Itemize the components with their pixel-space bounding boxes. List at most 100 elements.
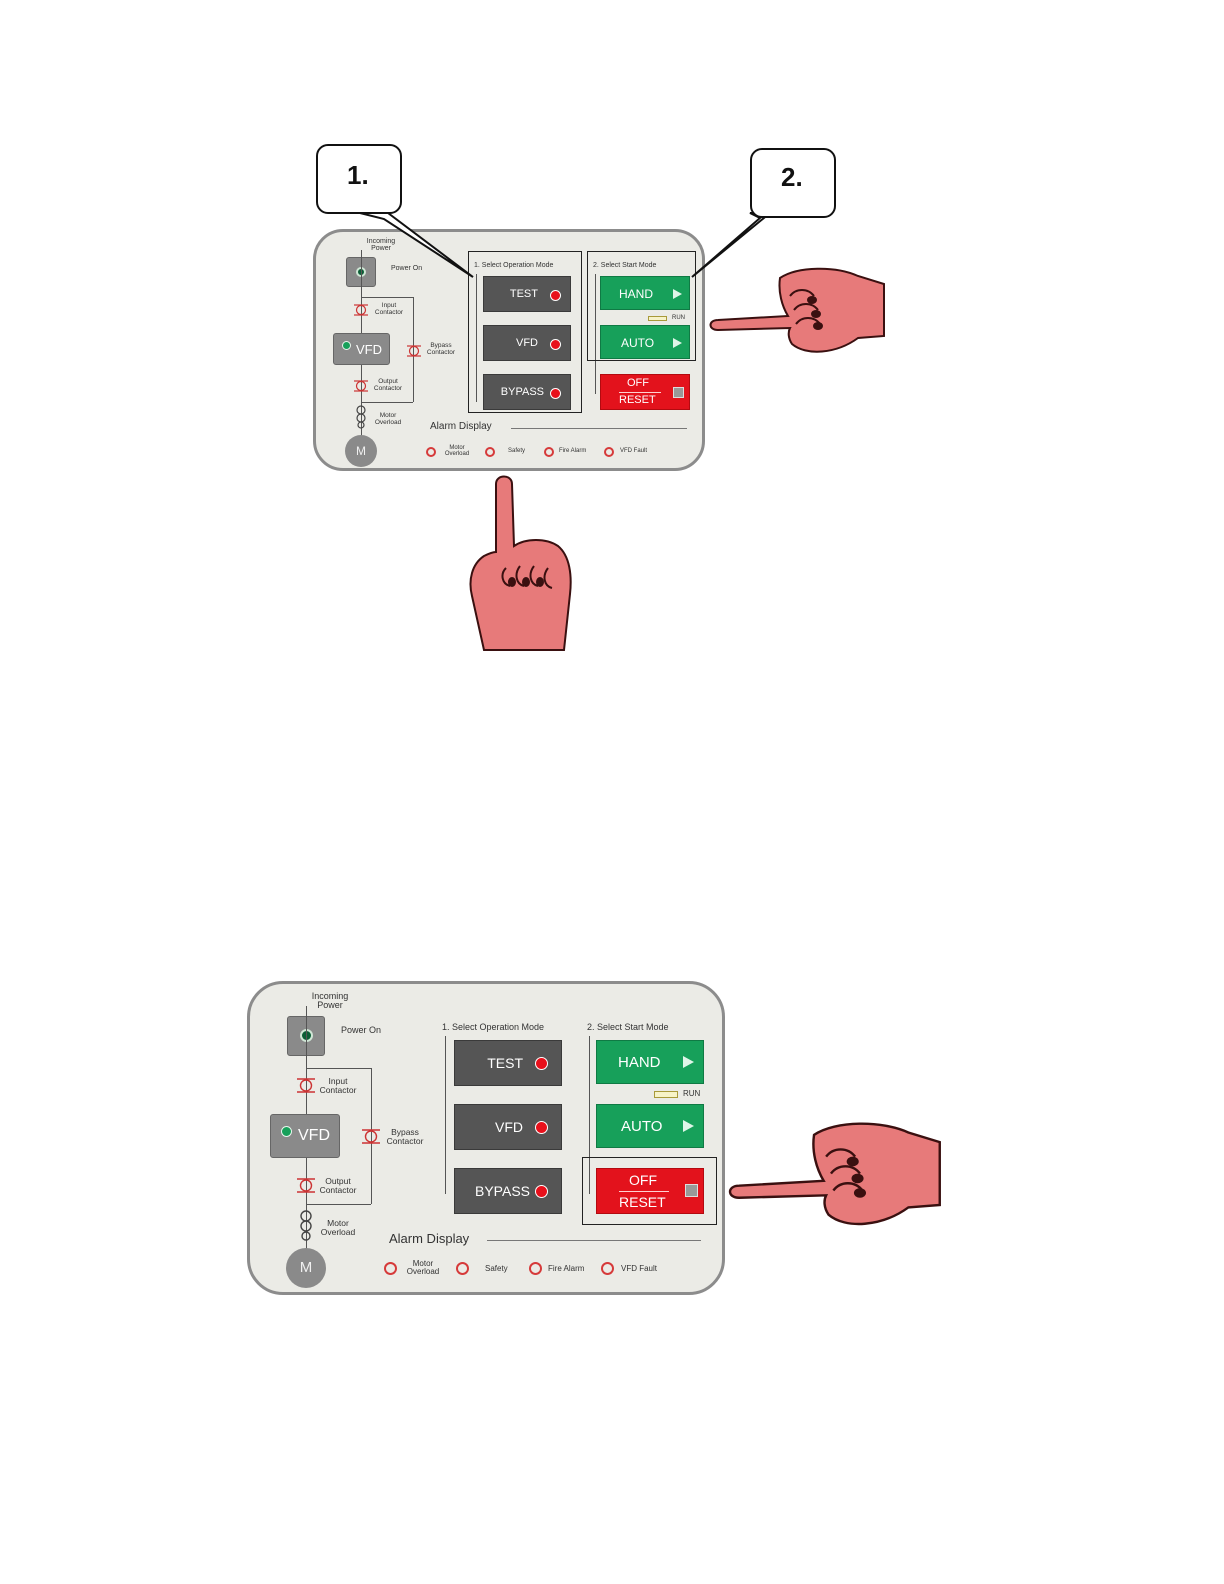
off-button-label: OFF (627, 377, 649, 389)
vfd-fault-alarm-icon (604, 447, 614, 457)
callout-2-label: 2. (781, 162, 803, 192)
test-button-label: TEST (487, 1055, 523, 1071)
hand-button[interactable]: HAND (596, 1040, 704, 1084)
bypass-line (413, 297, 414, 402)
vfd-block: VFD (270, 1114, 340, 1158)
hand-button[interactable]: HAND (600, 276, 690, 310)
alarm-vfd-fault-label: VFD Fault (621, 1264, 658, 1273)
input-contactor-icon (297, 1078, 315, 1093)
bypass-contactor-label: Bypass Contactor (426, 342, 456, 356)
test-button[interactable]: TEST (454, 1040, 562, 1086)
alarm-vfd-fault-label: VFD Fault (620, 448, 648, 454)
callout-2-box: 2. (750, 148, 836, 218)
vfd-button[interactable]: VFD (454, 1104, 562, 1150)
motor-overload-label: Motor Overload (374, 412, 402, 426)
output-contactor-label: Output Contactor (319, 1176, 357, 1195)
off-reset-button[interactable]: OFF RESET (596, 1168, 704, 1214)
alarm-display-title: Alarm Display (430, 421, 492, 432)
off-reset-button[interactable]: OFF RESET (600, 374, 690, 410)
fire-alarm-icon (544, 447, 554, 457)
control-panel-bottom: Incoming Power Power On Input Contactor … (247, 981, 725, 1295)
overload-coil-icon (356, 405, 366, 429)
input-contactor-label: Input Contactor (374, 302, 404, 316)
alarm-safety-label: Safety (508, 448, 526, 454)
bypass-bottom-line (361, 402, 413, 403)
bypass-button-label: BYPASS (500, 386, 544, 398)
bypass-led-icon (535, 1185, 548, 1198)
vfd-status-led-icon (342, 341, 351, 350)
motor-overload-label: Motor Overload (320, 1218, 356, 1237)
vfd-block: VFD (333, 333, 390, 365)
off-reset-divider (619, 392, 661, 393)
auto-button[interactable]: AUTO (600, 325, 690, 359)
vfd-status-led-icon (281, 1126, 292, 1137)
bypass-contactor-label: Bypass Contactor (386, 1127, 424, 1146)
auto-button[interactable]: AUTO (596, 1104, 704, 1148)
motor-icon: M (286, 1248, 326, 1288)
input-contactor-label: Input Contactor (319, 1076, 357, 1095)
run-indicator (654, 1091, 678, 1098)
callout-1-label: 1. (347, 160, 369, 190)
start-mode-bracket (589, 1036, 590, 1194)
test-button-label: TEST (509, 288, 538, 300)
vfd-block-label: VFD (298, 1127, 330, 1144)
hand-button-label: HAND (618, 1054, 661, 1071)
vfd-led-icon (535, 1121, 548, 1134)
bypass-button[interactable]: BYPASS (454, 1168, 562, 1214)
bypass-top-line (306, 1068, 371, 1069)
bypass-contactor-icon (407, 345, 421, 357)
bypass-top-line (361, 297, 413, 298)
pointing-hand-up-icon (469, 475, 572, 651)
control-panel-top: Incoming Power Power On Input Contactor … (313, 229, 705, 471)
off-reset-divider (619, 1191, 669, 1192)
safety-alarm-icon (485, 447, 495, 457)
test-led-icon (550, 290, 561, 301)
run-indicator (648, 316, 667, 321)
off-button-label: OFF (629, 1172, 657, 1188)
power-on-label: Power On (391, 265, 423, 272)
alarm-display-rule (511, 428, 687, 429)
alarm-fire-alarm-label: Fire Alarm (559, 448, 587, 454)
alarm-motor-overload-label: Motor Overload (444, 445, 470, 457)
run-label: RUN (683, 1089, 701, 1098)
incoming-power-label: Incoming Power (311, 991, 349, 1010)
play-arrow-icon (673, 289, 682, 299)
bypass-led-icon (550, 388, 561, 399)
run-label: RUN (672, 315, 685, 321)
bypass-button[interactable]: BYPASS (483, 374, 571, 410)
operation-mode-bracket (476, 274, 477, 402)
motor-overload-alarm-icon (426, 447, 436, 457)
motor-overload-alarm-icon (384, 1262, 397, 1275)
alarm-safety-label: Safety (485, 1264, 508, 1273)
alarm-display-rule (487, 1240, 701, 1241)
vfd-led-icon (550, 339, 561, 350)
vfd-fault-alarm-icon (601, 1262, 614, 1275)
bypass-line (371, 1068, 372, 1204)
vfd-block-label: VFD (356, 342, 382, 357)
alarm-fire-alarm-label: Fire Alarm (548, 1264, 585, 1273)
motor-label: M (299, 1259, 313, 1276)
fire-alarm-icon (529, 1262, 542, 1275)
pointing-hand-left-icon (709, 267, 885, 353)
vfd-button-label: VFD (495, 1119, 523, 1135)
play-arrow-icon (683, 1120, 694, 1132)
output-contactor-label: Output Contactor (373, 378, 403, 392)
stop-square-icon (673, 387, 684, 398)
motor-icon: M (345, 435, 377, 467)
callout-1-box: 1. (316, 144, 402, 214)
power-on-label: Power On (341, 1025, 382, 1035)
bypass-button-label: BYPASS (475, 1183, 530, 1199)
play-arrow-icon (683, 1056, 694, 1068)
operation-mode-header: 1. Select Operation Mode (474, 262, 554, 269)
hand-button-label: HAND (619, 287, 654, 301)
start-mode-header: 2. Select Start Mode (593, 262, 657, 269)
stop-square-icon (685, 1184, 698, 1197)
vfd-button[interactable]: VFD (483, 325, 571, 361)
overload-coil-icon (300, 1210, 312, 1241)
test-button[interactable]: TEST (483, 276, 571, 312)
output-contactor-icon (354, 380, 368, 392)
bypass-bottom-line (306, 1204, 371, 1205)
operation-mode-bracket (445, 1036, 446, 1194)
vfd-button-label: VFD (516, 337, 538, 349)
reset-button-label: RESET (619, 1194, 666, 1210)
